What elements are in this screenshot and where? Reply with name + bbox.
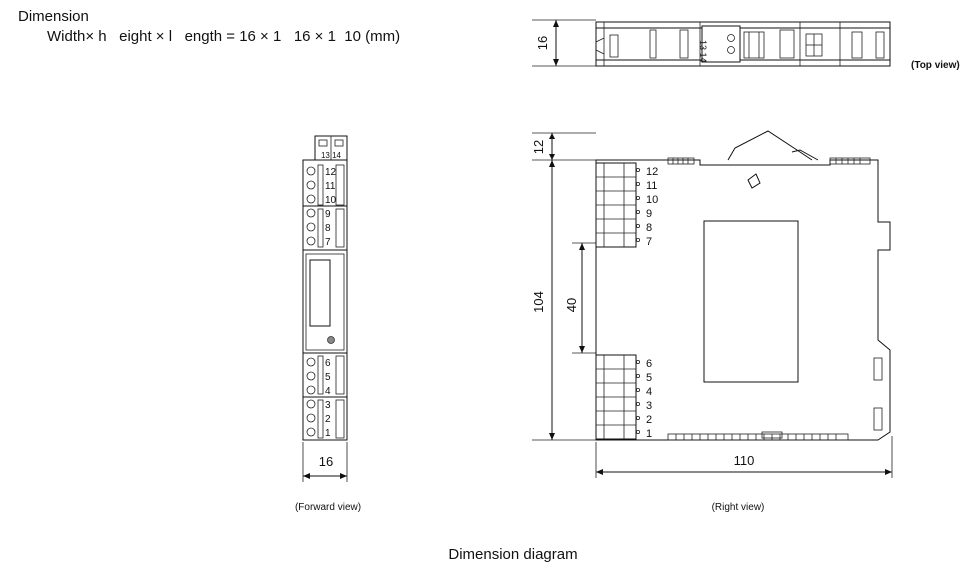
top-view: 16 13 14 (Top view): [532, 19, 960, 71]
right-view: 12 104 40: [531, 130, 893, 513]
right-top-gap-label: 12: [531, 140, 546, 154]
forward-width-label: 16: [319, 454, 333, 469]
forward-terminal-4: 4: [325, 386, 331, 397]
forward-terminal-8: 8: [325, 223, 331, 234]
forward-top-terminals-label: 13 14: [321, 151, 342, 160]
right-terminal-3: 3: [646, 400, 652, 412]
right-terminal-1: 1: [646, 428, 652, 440]
forward-terminal-1: 1: [325, 428, 331, 439]
right-top-vents: [667, 157, 871, 165]
right-terminal-10: 10: [646, 194, 658, 206]
forward-terminal-2: 2: [325, 414, 331, 425]
right-terminal-7: 7: [646, 236, 652, 248]
top-view-label: (Top view): [911, 60, 960, 71]
right-upper-terminals: [595, 162, 641, 248]
right-inner-label: 40: [564, 298, 579, 312]
forward-terminal-10: 10: [325, 195, 337, 206]
right-terminal-6: 6: [646, 358, 652, 370]
forward-terminal-5: 5: [325, 372, 331, 383]
right-terminal-9: 9: [646, 208, 652, 220]
forward-lower-terminals: [306, 355, 345, 439]
forward-view-label: (Forward view): [295, 502, 361, 513]
top-view-terminal-label: 13 14: [698, 40, 708, 63]
top-view-height-label: 16: [535, 36, 550, 50]
right-terminal-12: 12: [646, 166, 658, 178]
forward-terminal-6: 6: [325, 358, 331, 369]
right-view-label: (Right view): [712, 502, 765, 513]
right-length-label: 110: [734, 453, 755, 468]
right-terminal-11: 11: [646, 180, 657, 192]
forward-terminal-12: 12: [325, 167, 337, 178]
dimension-formula: Width× h eight × l ength = 16 × 1 16 × 1…: [47, 28, 401, 45]
forward-upper-terminals: [306, 164, 345, 248]
right-lower-terminals: [595, 354, 641, 440]
diagram-caption: Dimension diagram: [448, 546, 578, 563]
right-terminal-8: 8: [646, 222, 652, 234]
right-terminal-5: 5: [646, 372, 652, 384]
forward-terminal-3: 3: [325, 400, 331, 411]
right-terminal-4: 4: [646, 386, 652, 398]
forward-terminal-11: 11: [325, 181, 336, 192]
right-bottom-vents: [667, 431, 849, 441]
forward-terminal-7: 7: [325, 237, 331, 248]
page-title: Dimension: [18, 8, 89, 25]
right-height-label: 104: [531, 291, 546, 313]
forward-terminal-9: 9: [325, 209, 331, 220]
forward-view: 13 14 12 11: [295, 135, 361, 513]
right-terminal-2: 2: [646, 414, 652, 426]
